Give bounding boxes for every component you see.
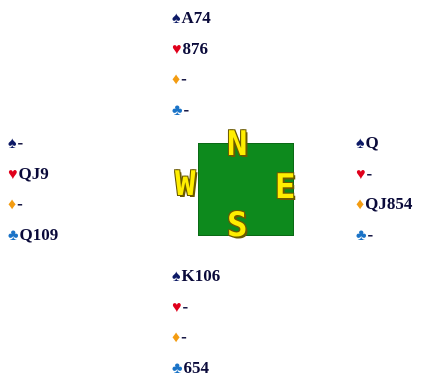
heart-icon: ♥ xyxy=(172,40,182,58)
north-spades-cards: A74 xyxy=(181,8,211,27)
south-diamonds-cards: - xyxy=(181,327,187,346)
club-icon: ♣ xyxy=(172,101,183,119)
club-icon: ♣ xyxy=(356,226,367,244)
east-hearts-cards: - xyxy=(366,163,373,183)
north-diamonds-row: ♦- xyxy=(172,64,211,95)
east-hearts-row: ♥- xyxy=(356,159,412,190)
compass-north-label: N xyxy=(227,124,248,164)
heart-icon: ♥ xyxy=(356,165,366,183)
north-clubs-cards: - xyxy=(183,99,190,119)
diamond-icon: ♦ xyxy=(172,71,181,88)
west-clubs-row: ♣Q109 xyxy=(8,220,58,251)
east-diamonds-row: ♦QJ854 xyxy=(356,189,412,220)
east-hand: ♠Q ♥- ♦QJ854 ♣- xyxy=(356,128,412,250)
spade-icon: ♠ xyxy=(356,135,365,152)
north-hand: ♠A74 ♥876 ♦- ♣- xyxy=(172,3,211,125)
spade-icon: ♠ xyxy=(172,10,181,27)
spade-icon: ♠ xyxy=(172,268,181,285)
west-hand: ♠- ♥QJ9 ♦- ♣Q109 xyxy=(8,128,58,250)
diamond-icon: ♦ xyxy=(172,329,181,346)
west-clubs-cards: Q109 xyxy=(19,224,59,244)
north-diamonds-cards: - xyxy=(181,69,187,88)
diamond-icon: ♦ xyxy=(356,196,365,213)
west-hearts-row: ♥QJ9 xyxy=(8,159,58,190)
compass-east-label: E xyxy=(275,167,296,207)
east-clubs-row: ♣- xyxy=(356,220,412,251)
spade-icon: ♠ xyxy=(8,135,17,152)
west-hearts-cards: QJ9 xyxy=(18,163,49,183)
east-clubs-cards: - xyxy=(367,224,374,244)
south-hearts-cards: - xyxy=(182,296,189,316)
south-clubs-cards: 654 xyxy=(183,357,210,377)
south-hand: ♠K106 ♥- ♦- ♣654 xyxy=(172,261,220,383)
south-spades-cards: K106 xyxy=(181,266,221,285)
north-hearts-row: ♥876 xyxy=(172,34,211,65)
club-icon: ♣ xyxy=(8,226,19,244)
south-clubs-row: ♣654 xyxy=(172,353,220,384)
east-spades-row: ♠Q xyxy=(356,128,412,159)
east-diamonds-cards: QJ854 xyxy=(365,194,413,213)
diamond-icon: ♦ xyxy=(8,196,17,213)
west-diamonds-cards: - xyxy=(17,194,23,213)
heart-icon: ♥ xyxy=(8,165,18,183)
south-hearts-row: ♥- xyxy=(172,292,220,323)
heart-icon: ♥ xyxy=(172,298,182,316)
south-spades-row: ♠K106 xyxy=(172,261,220,292)
compass-south-label: S xyxy=(227,205,248,245)
west-spades-cards: - xyxy=(17,133,24,152)
compass-west-label: W xyxy=(175,164,196,204)
north-spades-row: ♠A74 xyxy=(172,3,211,34)
east-spades-cards: Q xyxy=(365,133,379,152)
west-spades-row: ♠- xyxy=(8,128,58,159)
north-clubs-row: ♣- xyxy=(172,95,211,126)
south-diamonds-row: ♦- xyxy=(172,322,220,353)
west-diamonds-row: ♦- xyxy=(8,189,58,220)
north-hearts-cards: 876 xyxy=(182,38,209,58)
club-icon: ♣ xyxy=(172,359,183,377)
compass-table: N W E S xyxy=(175,127,296,242)
